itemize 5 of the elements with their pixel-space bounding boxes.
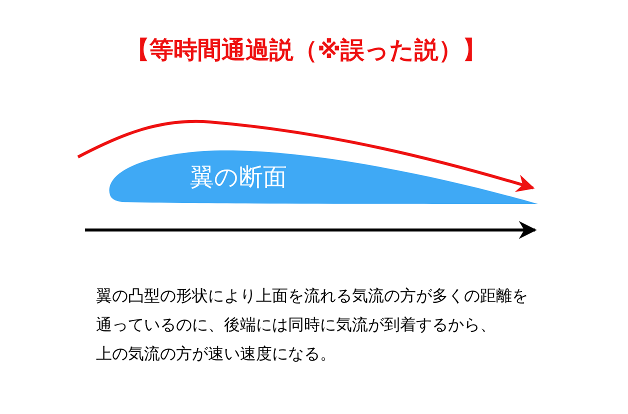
- airfoil-label: 翼の断面: [190, 162, 287, 193]
- explanation-text: 通っているのに、後端には同時に気流が到着するから、: [96, 315, 496, 336]
- explanation-text: 上の気流の方が速い速度になる。: [96, 344, 336, 365]
- explanation-text: 翼の凸型の形状により上面を流れる気流の方が多くの距離を: [96, 286, 528, 307]
- title: 【等時間通過説（※誤った説）】: [124, 35, 488, 66]
